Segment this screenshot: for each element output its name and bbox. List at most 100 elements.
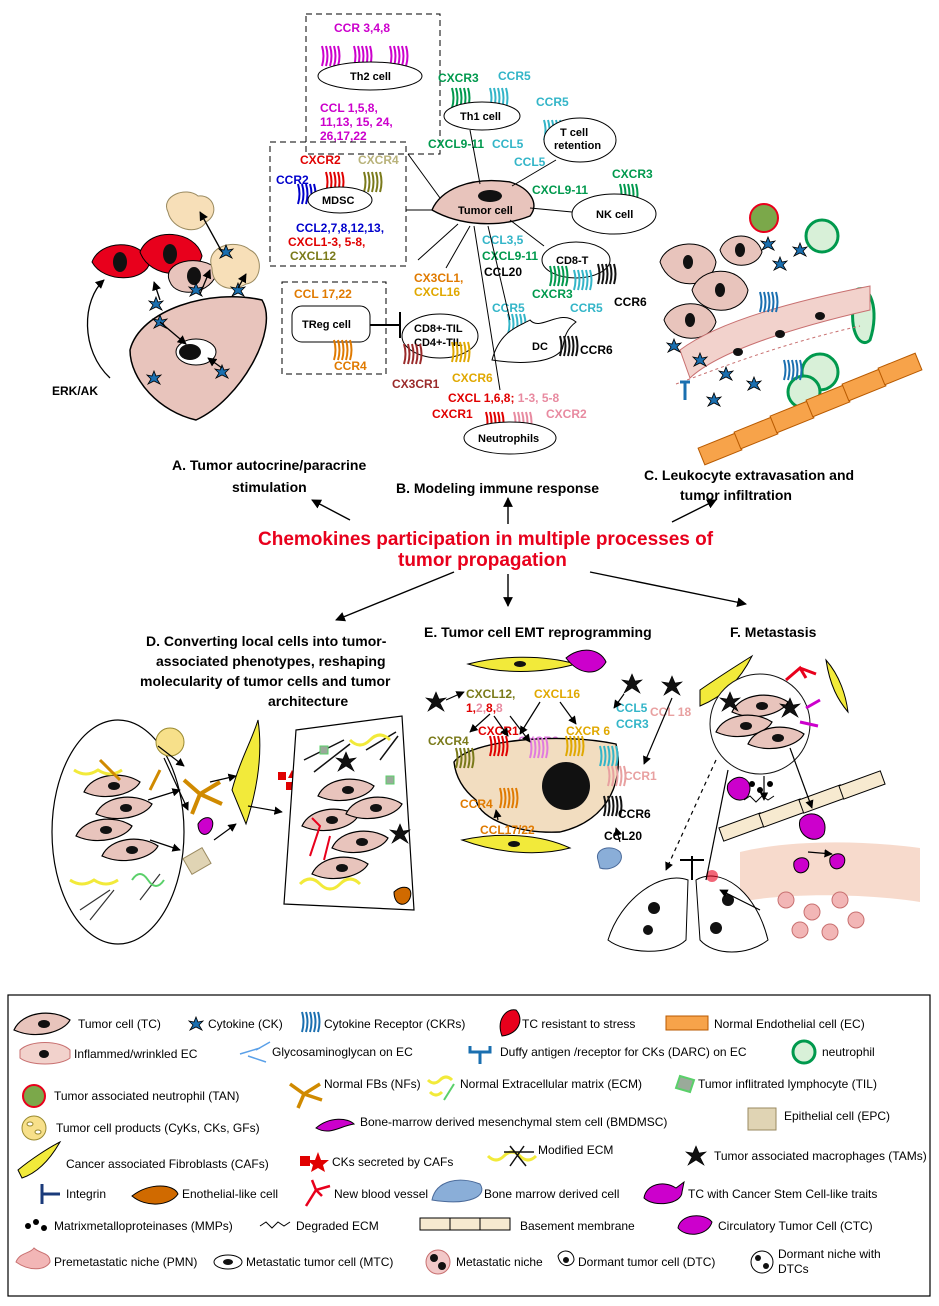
- th2-ligands: CCL 1,5,8, 11,13, 15, 24, 26,17,22: [320, 101, 396, 143]
- darc-icon-legend: [468, 1046, 492, 1064]
- legend-item-basement-membrane: Basement membrane: [419, 1217, 635, 1233]
- panel-e: E. Tumor cell EMT reprogramming CXCL12, …: [424, 624, 691, 870]
- svg-text:Epithelial cell (EPC): Epithelial cell (EPC): [784, 1109, 890, 1123]
- th1-ccr5: CCR5: [498, 69, 531, 83]
- legend-item-ecm: Normal Extracellular matrix (ECM): [426, 1075, 642, 1101]
- central-title: Chemokines participation in multiple pro…: [258, 529, 714, 571]
- legend-item-pmn: Premetastatic niche (PMN): [15, 1247, 197, 1270]
- emt-tumor-cell-icon: [453, 737, 619, 833]
- tumor-cell-connectors: [406, 129, 573, 391]
- legend-item-blood-vessel: New blood vessel: [304, 1179, 428, 1207]
- legend-item-mmp: Matrixmetalloproteinases (MMPs): [25, 1219, 233, 1233]
- tam-icon-3: [661, 675, 683, 696]
- legend-border: [7, 994, 931, 1297]
- neutrophil-cxcr1: CXCR1: [432, 407, 473, 421]
- treg-label: TReg cell: [302, 319, 351, 331]
- th2-cell-label: Th2 cell: [350, 71, 391, 83]
- panel-a: ERK/AK A. Tumor autocrine/paracrine stim…: [52, 191, 370, 495]
- th1-cell: [443, 101, 521, 131]
- tam-icon: [425, 691, 447, 712]
- neutrophils-cell: [463, 421, 557, 455]
- legend-item-dtc: Dormant tumor cell (DTC): [557, 1250, 715, 1269]
- legend-item-epithelial: Epithelial cell (EPC): [747, 1107, 890, 1131]
- svg-text:Tumor associated macrophages (: Tumor associated macrophages (TAMs): [714, 1149, 927, 1163]
- panel-d: D. Converting local cells into tumor- as…: [51, 633, 415, 945]
- nk-cell-label: NK cell: [596, 209, 633, 221]
- dc-label: DC: [532, 341, 548, 353]
- th2-cell: [317, 61, 423, 91]
- endothelial-icon: [665, 1015, 709, 1031]
- blood-vessel-icon: [304, 1179, 331, 1207]
- til-cx3cl1: CX3CL1,: [414, 271, 463, 285]
- til-cx3cr1: CX3CR1: [392, 377, 440, 391]
- dc-ccr6: CCR6: [580, 343, 613, 357]
- e-ccl5: CCL5: [616, 701, 648, 715]
- glycosaminoglycan-icon: [239, 1041, 271, 1063]
- mdsc-cxcl12: CXCL12: [290, 249, 336, 263]
- legend-item-integrin: Integrin: [40, 1184, 106, 1204]
- ctc-icon: [799, 813, 826, 840]
- caf-icon: [231, 719, 261, 826]
- svg-text:Metastatic niche: Metastatic niche: [456, 1255, 543, 1269]
- process-arrows: [311, 497, 747, 622]
- svg-text:Basement membrane: Basement membrane: [520, 1219, 635, 1233]
- mdsc-ccr2: CCR2: [276, 173, 309, 187]
- pmn-icon: [777, 891, 865, 941]
- svg-text:Tumor inflitrated lymphocyte (: Tumor inflitrated lymphocyte (TIL): [698, 1077, 877, 1091]
- e-cxcl12: CXCL12,: [466, 687, 515, 701]
- primary-tumor-cell-icon: [129, 296, 268, 421]
- neutrophil-ligands: CXCL 1,6,8; 1-3, 5-8: [448, 391, 559, 405]
- tumor-cluster-icon: [659, 235, 763, 339]
- section-c-title: C. Leukocyte extravasation and tumor inf…: [644, 467, 858, 503]
- th1-cxcl9-11: CXCL9-11: [428, 137, 484, 151]
- d-arrows: [147, 745, 283, 852]
- legend-item-tc-products: Tumor cell products (CyKs, CKs, GFs): [21, 1115, 260, 1141]
- cd4til-label: CD4+-TIL: [414, 337, 463, 349]
- tc-products-icon: [21, 1115, 47, 1141]
- legend-item-til: Tumor inflitrated lymphocyte (TIL): [674, 1074, 877, 1094]
- mdsc-label: MDSC: [322, 195, 354, 207]
- legend-item-ck-receptor: Cytokine Receptor (CKRs): [301, 1011, 465, 1033]
- panel-f: F. Metastasis: [607, 624, 920, 953]
- bmdmsc-icon-legend: [315, 1118, 356, 1132]
- e-ccl18: CCL 18: [650, 705, 691, 719]
- th1-cxcr3: CXCR3: [438, 71, 479, 85]
- lungs-icon: [607, 856, 769, 953]
- svg-text:Inflammed/wrinkled EC: Inflammed/wrinkled EC: [74, 1047, 198, 1061]
- nk-cxcr3: CXCR3: [612, 167, 653, 181]
- cd8t-label: CD8-T: [556, 255, 589, 267]
- cd8-ccl3-5: CCL3,5: [482, 233, 524, 247]
- ecm-icon: [426, 1075, 454, 1097]
- neutrophil-icon: [791, 1039, 817, 1065]
- th2-receptors: CCR 3,4,8: [334, 21, 390, 35]
- legend-item-neutrophil: neutrophil: [791, 1039, 875, 1065]
- svg-text:Bone-marrow derived mesenchyma: Bone-marrow derived mesenchymal stem cel…: [360, 1115, 667, 1129]
- legend-item-bmdmsc: Bone-marrow derived mesenchymal stem cel…: [315, 1115, 667, 1132]
- section-a-title: A. Tumor autocrine/paracrine stimulation: [172, 457, 370, 495]
- cd8-cxcr3: CXCR3: [532, 287, 573, 301]
- legend-item-inflamed-ec: Inflammed/wrinkled EC: [19, 1042, 198, 1065]
- cd8til-label: CD8+-TIL: [414, 323, 463, 335]
- cd8-cxcl9-11: CXCL9-11: [482, 249, 538, 263]
- legend-item-cytokine: Cytokine (CK): [188, 1016, 283, 1031]
- legend-item-metastatic-niche: Metastatic niche: [425, 1249, 543, 1275]
- local-tissue-contents: [69, 758, 165, 921]
- svg-text:Glycosaminoglycan on EC: Glycosaminoglycan on EC: [272, 1045, 413, 1059]
- th2-box: [305, 13, 441, 155]
- svg-text:Matrixmetalloproteinases (MMPs: Matrixmetalloproteinases (MMPs): [54, 1219, 233, 1233]
- mdsc-ccl: CCL2,7,8,12,13,: [296, 221, 384, 235]
- e-ccl20: CCL20: [604, 829, 642, 843]
- svg-text:Cytokine (CK): Cytokine (CK): [208, 1017, 283, 1031]
- svg-text:CKs secreted by CAFs: CKs secreted by CAFs: [332, 1155, 453, 1169]
- darc-icon: [680, 380, 690, 400]
- mmp-icon-legend: [25, 1219, 47, 1231]
- basement-membrane-icon-legend: [419, 1217, 511, 1231]
- mdsc-cxcr4: CXCR4: [358, 153, 399, 167]
- treg-ccr4-receptor-icon: [333, 339, 353, 361]
- central-title-line2: tumor propagation: [398, 550, 567, 571]
- legend-item-tam: Tumor associated macrophages (TAMs): [685, 1145, 927, 1166]
- section-b-title: B. Modeling immune response: [396, 480, 599, 496]
- tan-icon-legend: [22, 1084, 46, 1108]
- tumor-cell-products-icon-d: [155, 727, 185, 757]
- mdsc-cxcl: CXCL1-3, 5-8,: [288, 235, 365, 249]
